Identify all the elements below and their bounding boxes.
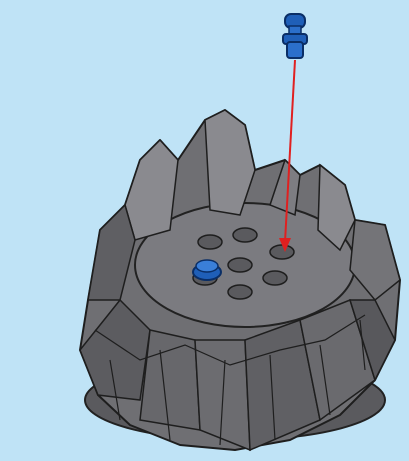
blue-pin-icon — [283, 14, 307, 58]
rock-base-icon — [80, 110, 400, 450]
installed-pin-icon — [193, 260, 221, 280]
